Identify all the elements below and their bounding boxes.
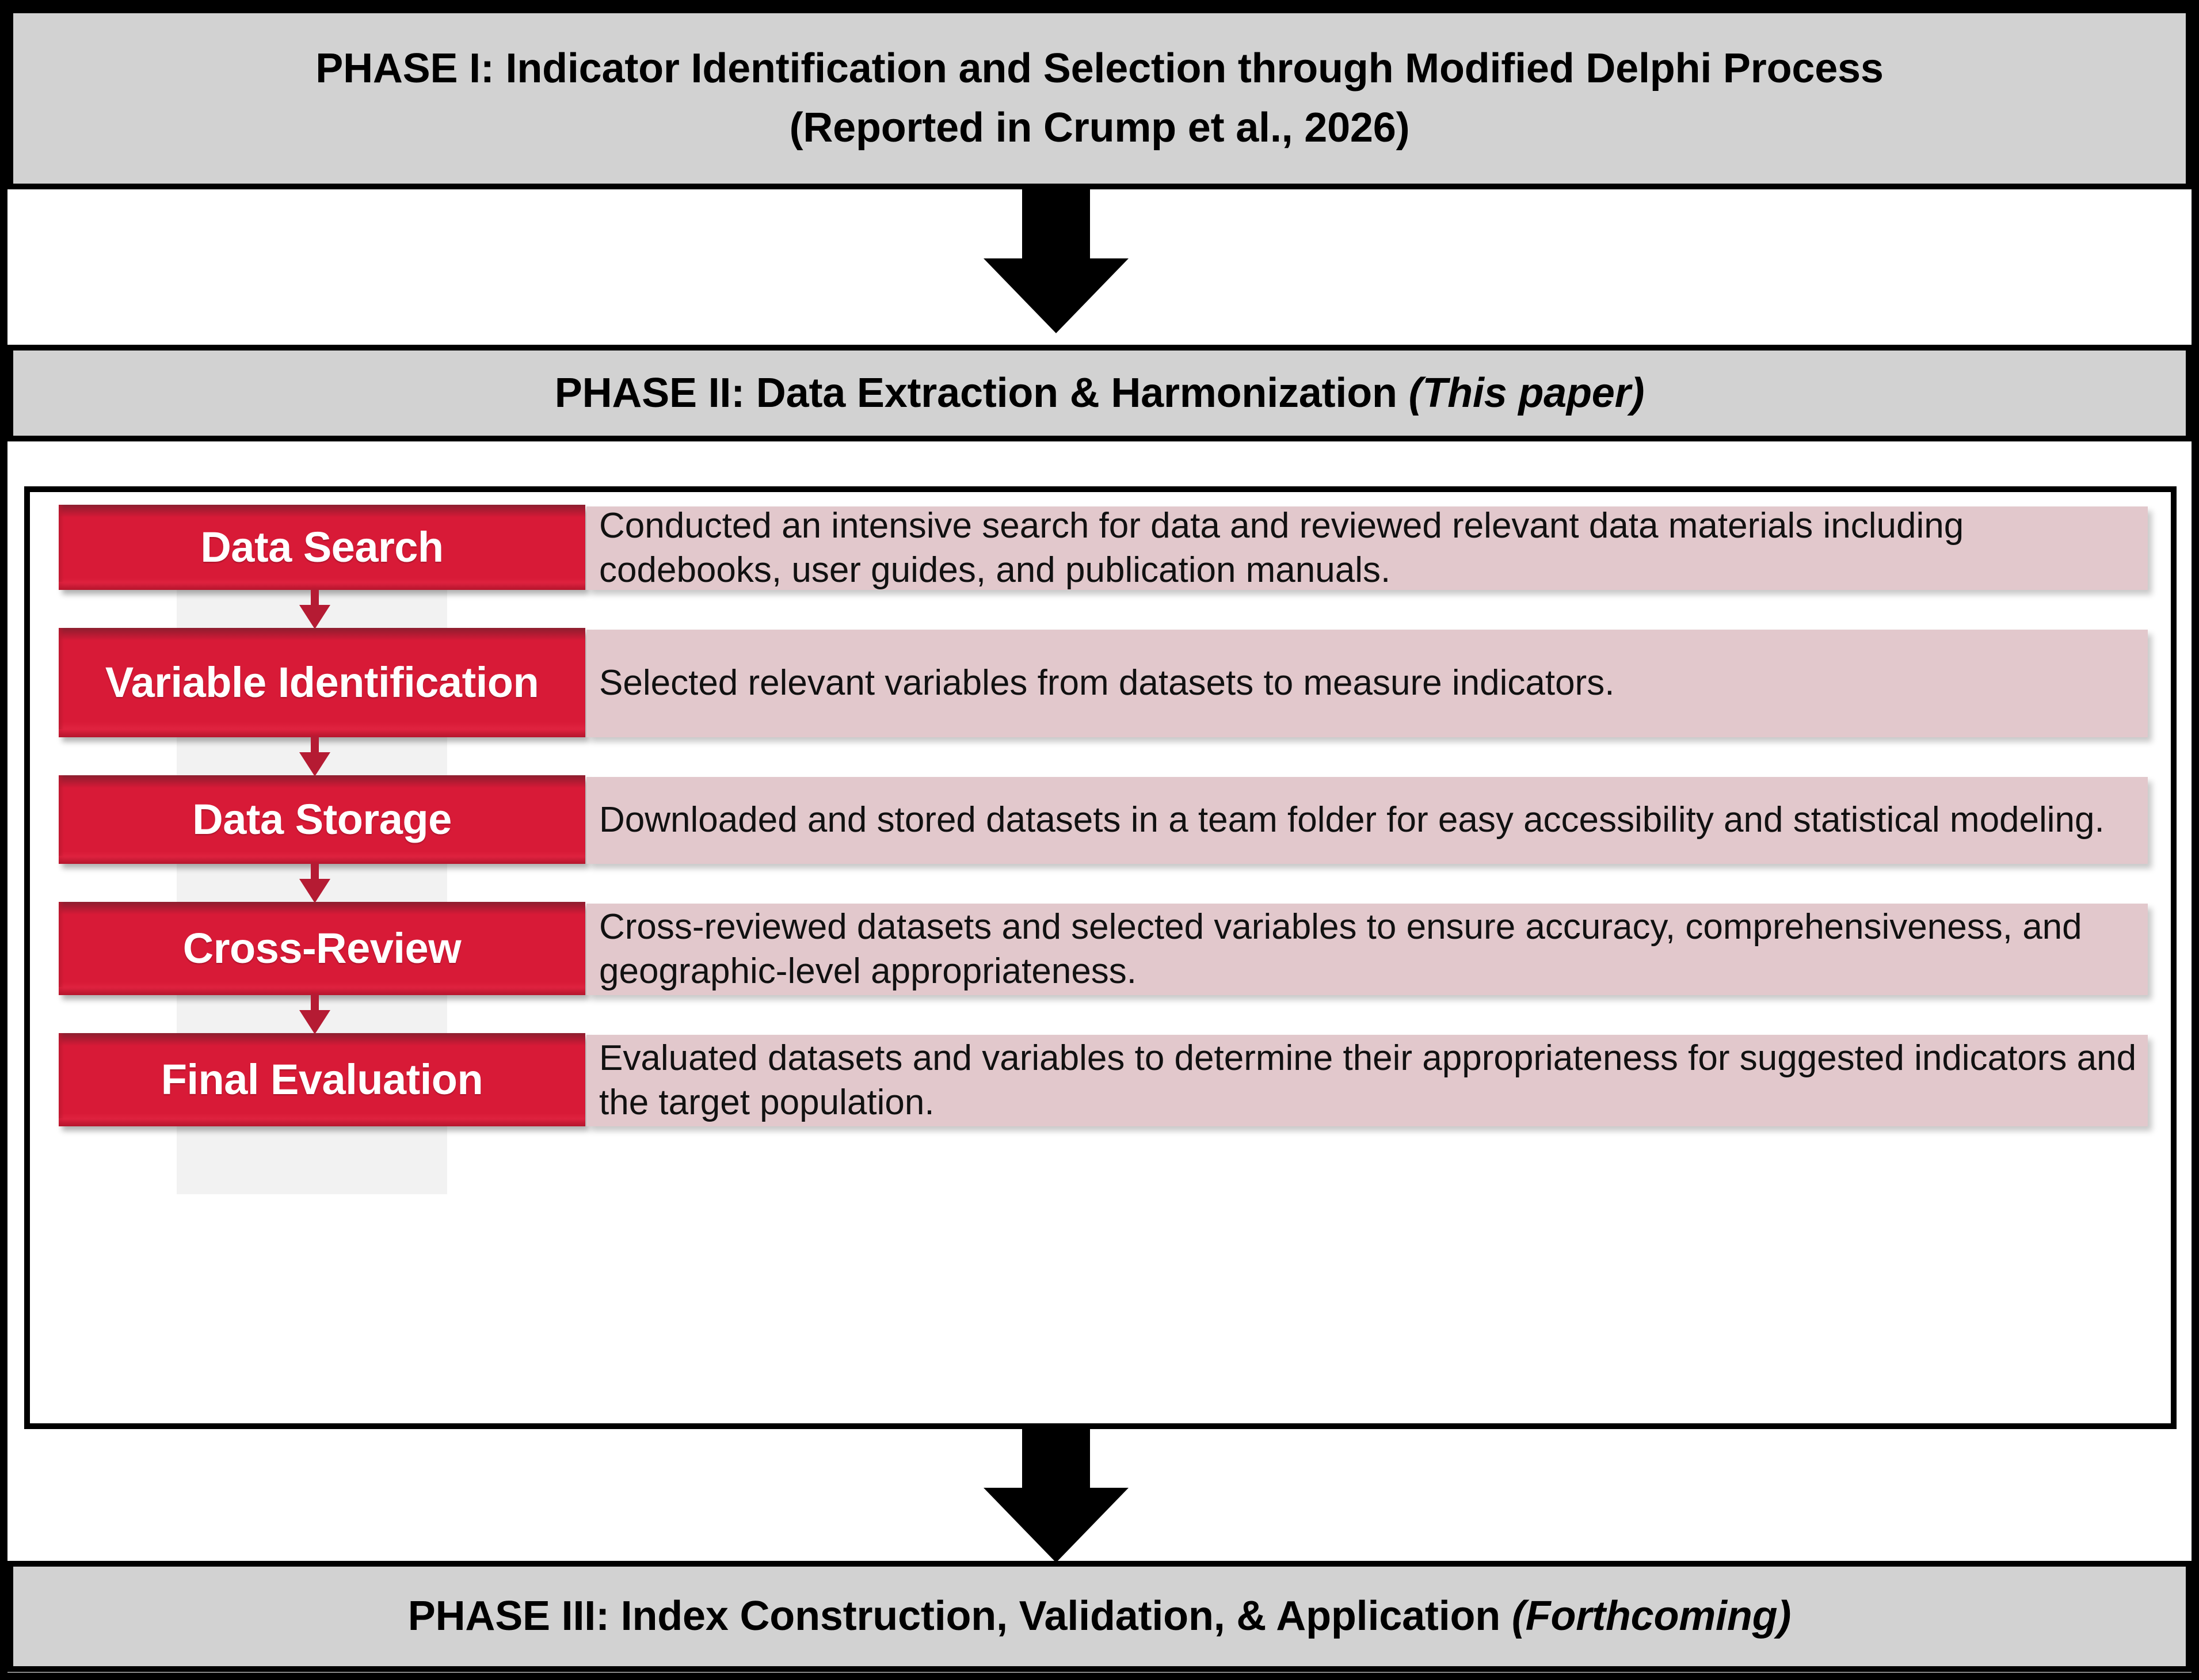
mini-arrow-shaft	[311, 863, 319, 880]
step-description-text: Downloaded and stored datasets in a team…	[599, 800, 2105, 840]
step-label-cross-review[interactable]: Cross-Review	[59, 902, 585, 995]
step-label-text: Data Search	[200, 523, 444, 572]
step-list: Data Search Conducted an intensive searc…	[30, 492, 2171, 1423]
step-connector-arrow-icon	[299, 863, 330, 903]
step-label-text: Cross-Review	[182, 924, 462, 973]
phase-2-title-main: PHASE II: Data Extraction & Harmonizatio…	[554, 369, 1409, 416]
bevel-left	[59, 1033, 64, 1126]
bevel-left	[59, 775, 64, 864]
phase-2-banner: PHASE II: Data Extraction & Harmonizatio…	[7, 345, 2192, 441]
step-row: Variable Identification Selected relevan…	[59, 628, 2148, 737]
step-description-data-search: Conducted an intensive search for data a…	[586, 506, 2148, 590]
step-connector-arrow-icon	[299, 994, 330, 1034]
step-label-text: Final Evaluation	[161, 1056, 483, 1104]
mini-arrow-shaft	[311, 736, 319, 753]
step-connector-arrow-icon	[299, 736, 330, 776]
step-label-text: Variable Identification	[105, 658, 539, 707]
phase-2-title-italic: (This paper)	[1408, 369, 1645, 416]
step-label-data-storage[interactable]: Data Storage	[59, 775, 585, 864]
bevel-bottom	[59, 1118, 585, 1126]
step-description-variable-identification: Selected relevant variables from dataset…	[586, 630, 2148, 737]
step-label-variable-identification[interactable]: Variable Identification	[59, 628, 585, 737]
phase1-to-phase2-arrow-icon	[984, 189, 1129, 333]
step-description-text: Conducted an intensive search for data a…	[599, 506, 1964, 590]
phase-3-title: PHASE III: Index Construction, Validatio…	[407, 1592, 1792, 1641]
step-description-text: Evaluated datasets and variables to dete…	[599, 1038, 2137, 1122]
phase-2-steps-panel: Data Search Conducted an intensive searc…	[24, 486, 2177, 1429]
phase-1-title: PHASE I: Indicator Identification and Se…	[315, 45, 1884, 92]
step-row: Cross-Review Cross-reviewed datasets and…	[59, 902, 2148, 995]
step-label-final-evaluation[interactable]: Final Evaluation	[59, 1033, 585, 1126]
phase-3-title-italic: (Forthcoming)	[1511, 1593, 1792, 1640]
step-row: Final Evaluation Evaluated datasets and …	[59, 1033, 2148, 1126]
step-description-final-evaluation: Evaluated datasets and variables to dete…	[586, 1035, 2148, 1126]
mini-arrow-shaft	[311, 994, 319, 1011]
bevel-left	[59, 902, 64, 995]
arrow-shaft	[1022, 1427, 1090, 1488]
bevel-left	[59, 628, 64, 737]
phase-3-banner: PHASE III: Index Construction, Validatio…	[7, 1561, 2192, 1672]
arrow-head	[984, 1488, 1129, 1563]
phase2-to-phase3-arrow-icon	[984, 1427, 1129, 1563]
step-row: Data Search Conducted an intensive searc…	[59, 505, 2148, 590]
step-description-text: Cross-reviewed datasets and selected var…	[599, 907, 2082, 991]
mini-arrow-head	[299, 605, 330, 629]
arrow-head	[984, 258, 1129, 333]
step-description-data-storage: Downloaded and stored datasets in a team…	[586, 777, 2148, 864]
step-connector-arrow-icon	[299, 589, 330, 629]
step-label-data-search[interactable]: Data Search	[59, 505, 585, 590]
arrow-shaft	[1022, 189, 1090, 258]
bevel-left	[59, 505, 64, 590]
phase-2-title: PHASE II: Data Extraction & Harmonizatio…	[554, 369, 1645, 418]
phase-3-title-main: PHASE III: Index Construction, Validatio…	[407, 1593, 1512, 1640]
step-description-text: Selected relevant variables from dataset…	[599, 663, 1615, 703]
phase-1-subtitle: (Reported in Crump et al., 2026)	[789, 105, 1410, 151]
mini-arrow-shaft	[311, 589, 319, 606]
phase-1-banner: PHASE I: Indicator Identification and Se…	[7, 7, 2192, 189]
mini-arrow-head	[299, 1010, 330, 1034]
step-row: Data Storage Downloaded and stored datas…	[59, 775, 2148, 864]
mini-arrow-head	[299, 879, 330, 903]
mini-arrow-head	[299, 752, 330, 776]
step-description-cross-review: Cross-reviewed datasets and selected var…	[586, 904, 2148, 995]
step-label-text: Data Storage	[192, 795, 452, 844]
